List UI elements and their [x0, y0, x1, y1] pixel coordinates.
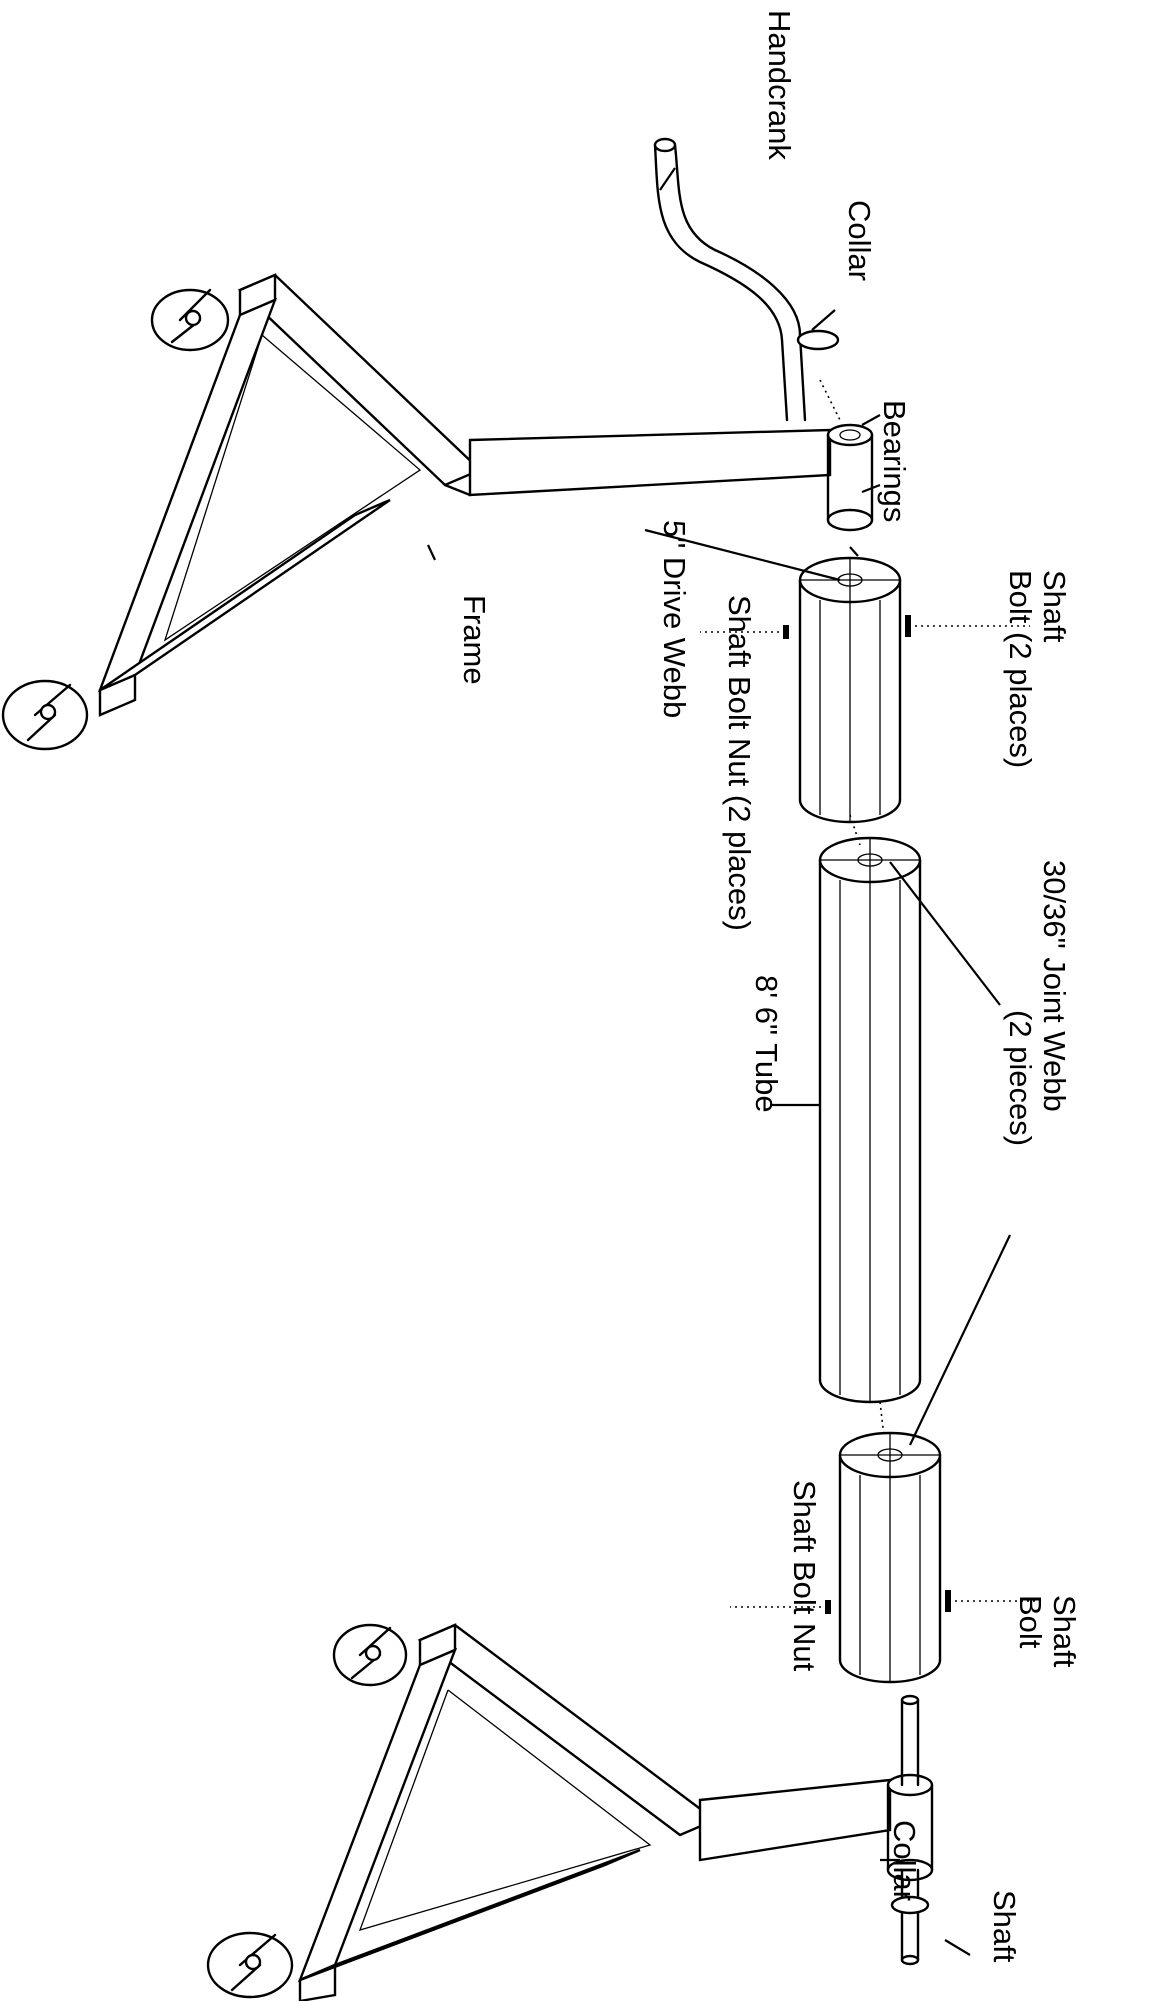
label-shaft-bolt-top-line2: Bolt (2 places) [1003, 570, 1038, 769]
caster-top-1 [150, 288, 230, 352]
label-shaft-bolt-bottom-line2: Bolt [1013, 1595, 1048, 1649]
label-joint-webb-line1: 30/36" Joint Webb [1037, 860, 1072, 1112]
bottom-tube-section [730, 1431, 1040, 1684]
leader-lines [427, 167, 1011, 1956]
label-frame: Frame [457, 595, 492, 685]
label-shaft-bolt-top-line1: Shaft [1037, 570, 1072, 643]
label-shaft-bolt-nut-bottom: Shaft Bolt Nut [787, 1480, 822, 1672]
label-tube: 8' 6" Tube [749, 975, 784, 1113]
frame-bottom [206, 1623, 934, 2001]
caster-bottom-1 [332, 1623, 408, 1687]
handcrank [653, 137, 841, 422]
label-shaft-bolt-top: Shaft Bolt (2 places) [1003, 570, 1072, 769]
drive-tube-section [700, 556, 1030, 824]
label-shaft-bolt-bottom: Shaft Bolt [1013, 1595, 1082, 1668]
caster-top-2 [1, 679, 89, 751]
label-joint-webb: 30/36" Joint Webb (2 pieces) [1003, 860, 1072, 1147]
label-shaft-bolt-bottom-line1: Shaft [1047, 1595, 1082, 1668]
label-collar-bottom: Collar [887, 1820, 922, 1901]
long-tube [818, 814, 922, 1446]
caster-bottom-2 [206, 1931, 294, 1999]
frame-top [1, 273, 874, 751]
label-shaft: Shaft [987, 1890, 1022, 1963]
label-drive-webb: 5" Drive Webb [657, 520, 692, 719]
label-collar-top: Collar [842, 200, 877, 281]
label-handcrank: Handcrank [762, 10, 797, 160]
label-joint-webb-line2: (2 pieces) [1003, 1010, 1038, 1147]
label-bearings: Bearings [877, 400, 912, 523]
label-shaft-bolt-nut-top: Shaft Bolt Nut (2 places) [722, 595, 757, 931]
